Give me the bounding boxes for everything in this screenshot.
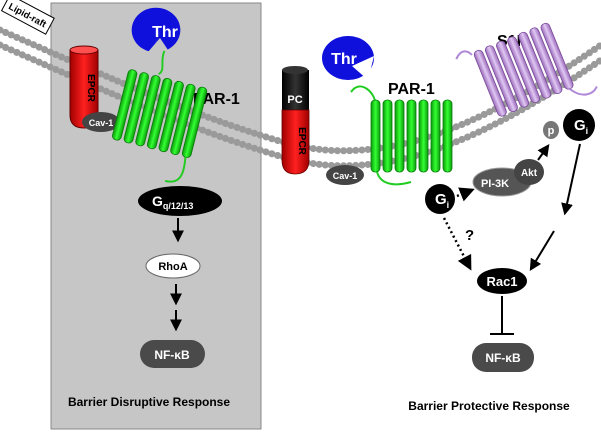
s1p1-receptor bbox=[455, 22, 598, 117]
svg-text:EPCR: EPCR bbox=[296, 127, 307, 156]
svg-text:Cav-1: Cav-1 bbox=[333, 171, 358, 181]
svg-text:Cav-1: Cav-1 bbox=[89, 118, 114, 128]
cav1-left: Cav-1 bbox=[82, 112, 120, 132]
svg-text:p: p bbox=[548, 125, 555, 137]
thrombin-right: Thr bbox=[322, 36, 374, 80]
svg-text:PC: PC bbox=[287, 94, 302, 106]
thrombin-left: Thr bbox=[131, 7, 181, 53]
gi-right-node: Gi bbox=[563, 109, 595, 141]
thrombin-left-pocket bbox=[148, 38, 172, 56]
nfkb-left-node: NF-κB bbox=[140, 340, 205, 368]
svg-text:Akt: Akt bbox=[521, 168, 538, 179]
svg-text:Thr: Thr bbox=[331, 51, 357, 68]
arrow-gi-pi3k bbox=[456, 187, 475, 202]
gq-node: Gq/12/13 bbox=[138, 186, 222, 216]
svg-text:RhoA: RhoA bbox=[158, 261, 187, 273]
epcr-left: EPCR bbox=[69, 45, 99, 129]
cav1-right: Cav-1 bbox=[326, 165, 364, 185]
lipid-raft-label: Lipid-raft bbox=[0, 0, 55, 35]
phosphate-node: p bbox=[543, 121, 559, 139]
rhoa-node: RhoA bbox=[145, 253, 201, 279]
svg-text:Gi: Gi bbox=[574, 117, 588, 136]
par1-right-receptor bbox=[350, 85, 453, 186]
protective-caption: Barrier Protective Response bbox=[408, 399, 570, 413]
nfkb-right-node: NF-κB bbox=[472, 343, 534, 372]
svg-text:EPCR: EPCR bbox=[85, 74, 96, 103]
arrow-gi-down bbox=[561, 143, 581, 216]
arrow-akt-p bbox=[537, 144, 550, 161]
svg-text:Gi: Gi bbox=[435, 191, 449, 210]
cell-membrane bbox=[0, 26, 601, 170]
akt-node: Akt bbox=[514, 159, 544, 185]
rac1-node: Rac1 bbox=[477, 268, 527, 294]
svg-text:NF-κB: NF-κB bbox=[154, 348, 190, 362]
svg-text:Gq/12/13: Gq/12/13 bbox=[152, 193, 193, 211]
par1-right-label: PAR-1 bbox=[388, 81, 435, 98]
arrow-to-rac1 bbox=[529, 230, 555, 272]
inhibition-rac1-nfkb bbox=[490, 296, 514, 335]
svg-text:NF-κB: NF-κB bbox=[485, 351, 521, 365]
par1-left-receptor bbox=[112, 50, 208, 183]
svg-text:Thr: Thr bbox=[152, 24, 178, 41]
gi-left-node: Gi bbox=[425, 184, 455, 214]
svg-text:PI-3K: PI-3K bbox=[481, 178, 509, 190]
arrow-gi-rac1-dotted bbox=[442, 217, 472, 271]
svg-text:Rac1: Rac1 bbox=[486, 274, 517, 289]
question-mark: ? bbox=[465, 227, 474, 244]
epcr-right: PC EPCR bbox=[281, 66, 310, 175]
disruptive-caption: Barrier Disruptive Response bbox=[68, 395, 230, 409]
